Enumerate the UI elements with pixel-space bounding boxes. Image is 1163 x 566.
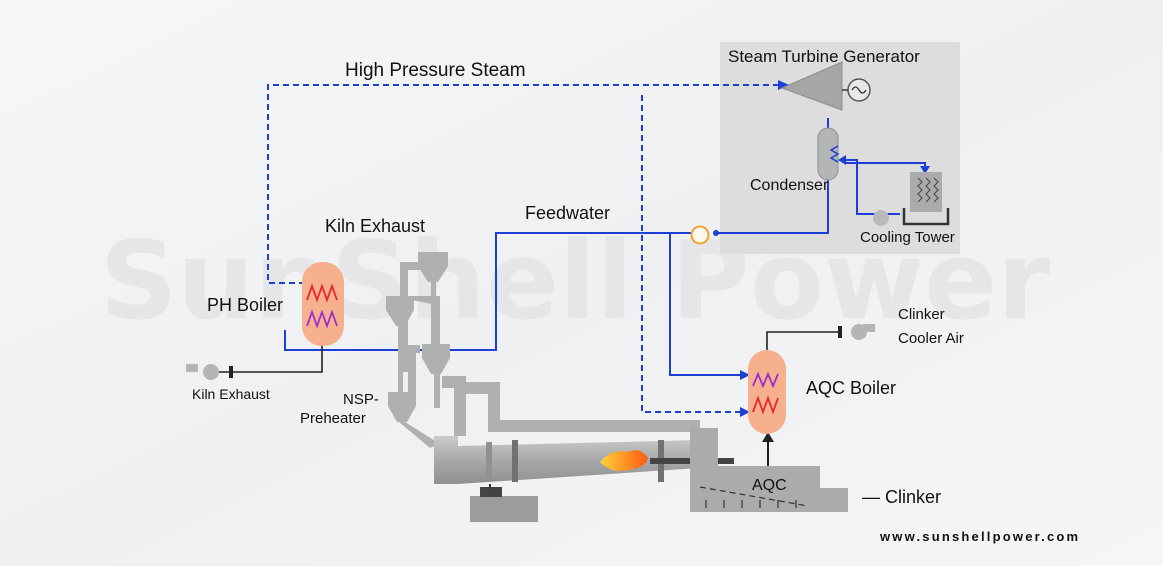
condenser: [817, 127, 840, 181]
cyclone-2: [386, 296, 414, 326]
label-condenser: Condenser: [750, 177, 829, 194]
website-url: www.sunshellpower.com: [879, 529, 1080, 544]
dip-pipe-2: [398, 326, 403, 392]
kiln-tire-2: [512, 440, 518, 482]
feedwater-line: [284, 232, 692, 351]
label-clinker-output: — Clinker: [862, 487, 941, 507]
label-cooling-tower: Cooling Tower: [860, 229, 955, 246]
cooling-fill-lines: [917, 177, 939, 203]
condenser-vessel: [817, 127, 839, 181]
clinker-cooler: [690, 428, 848, 512]
kiln-exhaust-fan: [186, 346, 323, 380]
aqc-boiler: [748, 324, 875, 434]
kiln-support: [470, 496, 538, 522]
condenser-return-arrow: [838, 155, 846, 165]
fan-icon: [203, 364, 219, 380]
damper-icon: [229, 366, 233, 378]
label-ph-boiler: PH Boiler: [207, 295, 283, 315]
cooling-tower-arrow: [920, 166, 930, 174]
cooler-body: [690, 428, 848, 512]
cooling-basin: [902, 208, 950, 226]
dip-pipe-3: [434, 374, 440, 408]
dip-pipe-1: [431, 282, 436, 344]
label-feedwater: Feedwater: [525, 203, 610, 223]
turbine-body: [780, 61, 843, 111]
lower-duct: [408, 345, 420, 395]
kiln-tire-1: [486, 442, 492, 480]
cyclone-4: [388, 392, 416, 422]
aqc-feed-line: [669, 233, 748, 376]
aqc-coil-purple: [752, 371, 779, 389]
aqc-feed-arrow: [740, 370, 750, 380]
label-clinker-cooler-air-2: Cooler Air: [898, 330, 964, 347]
aqc-boiler-vessel: [748, 350, 786, 434]
rotary-kiln: [434, 436, 734, 522]
label-kiln-exhaust-top: Kiln Exhaust: [325, 216, 425, 236]
fan-outlet: [186, 364, 198, 372]
cooling-pump-icon: [873, 210, 889, 226]
label-nsp-2: Preheater: [300, 410, 366, 427]
riser-to-kiln: [399, 422, 440, 448]
top-duct: [400, 262, 420, 270]
aqc-steam-line: [641, 95, 748, 413]
ph-coil-red: [306, 283, 338, 303]
condensate-line: [716, 180, 829, 234]
label-clinker-cooler-air-1: Clinker: [898, 306, 945, 323]
ph-boiler-vessel: [302, 262, 344, 346]
label-aqc-boiler: AQC Boiler: [806, 378, 896, 398]
pump-dot: [713, 230, 719, 236]
calciner: [442, 376, 466, 436]
cooler-ticks: [705, 500, 797, 508]
label-steam-turbine-generator: Steam Turbine Generator: [728, 47, 920, 66]
cooler-air-pipe: [766, 331, 842, 350]
kiln-exhaust-pipe: [204, 346, 323, 373]
ac-wave-icon: [851, 86, 867, 94]
nsp-preheater: [386, 252, 700, 448]
cooling-tower: [873, 172, 950, 226]
steam-pipes: [267, 84, 926, 413]
kiln-shell: [434, 436, 700, 484]
steam-turbine: [780, 61, 871, 111]
kiln-drive: [480, 487, 502, 497]
condenser-coil: [829, 145, 840, 163]
label-kiln-exhaust-bottom: Kiln Exhaust: [192, 386, 270, 402]
aqc-coil-red: [752, 395, 779, 415]
turbine-inlet-arrow: [778, 80, 789, 90]
ph-coil-purple: [306, 309, 338, 329]
label-nsp-1: NSP-: [343, 391, 379, 408]
flame-icon: [600, 450, 648, 471]
aqc-up-arrow: [762, 432, 774, 442]
cyclone-1: [418, 252, 448, 282]
aqc-steam-arrow: [740, 407, 750, 417]
feed-pump-icon: [690, 225, 710, 245]
cooler-air-fan-outlet: [863, 324, 875, 332]
label-high-pressure-steam: High Pressure Steam: [345, 60, 526, 81]
cyclone-3: [422, 344, 450, 374]
hp-steam-line: [267, 84, 778, 284]
cooler-air-damper: [838, 326, 842, 338]
tertiary-air-duct: [466, 382, 700, 432]
ph-boiler: [302, 262, 344, 346]
arrowheads: [713, 80, 930, 417]
cooler-grate: [699, 486, 809, 507]
label-aqc: AQC: [752, 477, 787, 494]
